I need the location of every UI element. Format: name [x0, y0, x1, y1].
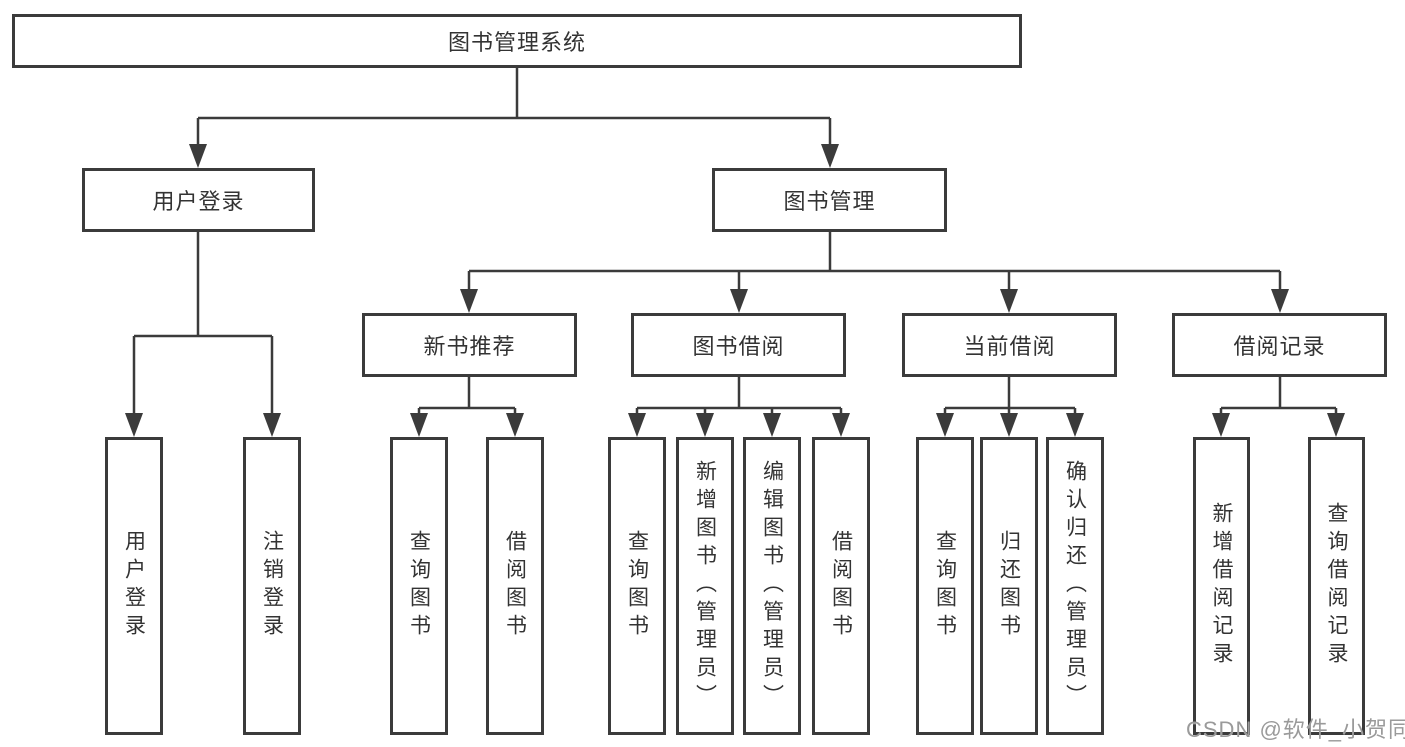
leaf-label: 编辑图书（管理员）	[760, 460, 784, 712]
leaf-query-books-recommend: 查询图书	[390, 437, 448, 735]
arrowhead	[936, 413, 954, 437]
arrowhead	[696, 413, 714, 437]
leaf-label: 查询图书	[933, 530, 957, 642]
arrowhead	[189, 144, 207, 168]
leaf-confirm-return-admin: 确认归还（管理员）	[1046, 437, 1104, 735]
node-book-borrow: 图书借阅	[631, 313, 846, 377]
leaf-logout: 注销登录	[243, 437, 301, 735]
leaf-edit-book-admin: 编辑图书（管理员）	[743, 437, 801, 735]
connector-root-to-level2	[196, 68, 832, 146]
arrowhead	[460, 289, 478, 313]
leaf-borrow-books-recommend: 借阅图书	[486, 437, 544, 735]
leaf-add-borrow-record: 新增借阅记录	[1193, 437, 1250, 735]
connector-user-login-children	[132, 232, 274, 415]
node-label: 图书借阅	[692, 334, 785, 359]
leaf-borrow-books: 借阅图书	[812, 437, 870, 735]
leaf-add-book-admin: 新增图书（管理员）	[676, 437, 734, 735]
leaf-label: 查询图书	[407, 530, 431, 642]
connector-current-borrow-children	[943, 377, 1077, 415]
connector-book-mgmt-to-level3	[467, 232, 1282, 290]
connector-new-book-children	[417, 377, 517, 415]
leaf-query-books-current: 查询图书	[916, 437, 974, 735]
node-label: 用户登录	[152, 189, 245, 214]
watermark: CSDN @软件_小贺同学	[1186, 717, 1405, 742]
connector-book-borrow-children	[635, 377, 843, 415]
node-library-management-system: 图书管理系统	[12, 14, 1022, 68]
node-label: 当前借阅	[963, 334, 1056, 359]
arrowhead	[1212, 413, 1230, 437]
node-label: 新书推荐	[423, 334, 516, 359]
arrowhead	[410, 413, 428, 437]
arrowhead	[263, 413, 281, 437]
leaf-label: 归还图书	[997, 530, 1021, 642]
arrowhead	[1327, 413, 1345, 437]
leaf-label: 确认归还（管理员）	[1063, 460, 1087, 712]
leaf-label: 查询图书	[625, 530, 649, 642]
arrowhead	[628, 413, 646, 437]
leaf-label: 新增图书（管理员）	[693, 460, 717, 712]
leaf-label: 查询借阅记录	[1325, 502, 1348, 670]
arrowhead	[125, 413, 143, 437]
leaf-query-borrow-record: 查询借阅记录	[1308, 437, 1365, 735]
node-user-login: 用户登录	[82, 168, 315, 232]
leaf-label: 借阅图书	[829, 530, 853, 642]
arrowhead	[832, 413, 850, 437]
node-book-management: 图书管理	[712, 168, 947, 232]
leaf-label: 用户登录	[122, 530, 146, 642]
arrowhead	[730, 289, 748, 313]
node-current-borrow: 当前借阅	[902, 313, 1117, 377]
leaf-label: 新增借阅记录	[1210, 502, 1233, 670]
leaf-query-books-borrow: 查询图书	[608, 437, 666, 735]
node-borrow-records: 借阅记录	[1172, 313, 1387, 377]
leaf-label: 借阅图书	[503, 530, 527, 642]
arrowhead	[763, 413, 781, 437]
arrowhead	[1271, 289, 1289, 313]
connector-borrow-record-children	[1219, 377, 1338, 415]
leaf-user-login: 用户登录	[105, 437, 163, 735]
node-label: 图书管理系统	[447, 30, 586, 55]
arrowhead	[1066, 413, 1084, 437]
node-new-book-recommend: 新书推荐	[362, 313, 577, 377]
arrowhead	[1000, 289, 1018, 313]
leaf-return-books: 归还图书	[980, 437, 1038, 735]
node-label: 图书管理	[783, 189, 876, 214]
arrowhead	[506, 413, 524, 437]
arrowhead	[821, 144, 839, 168]
node-label: 借阅记录	[1233, 334, 1326, 359]
arrowhead	[1000, 413, 1018, 437]
leaf-label: 注销登录	[260, 530, 284, 642]
